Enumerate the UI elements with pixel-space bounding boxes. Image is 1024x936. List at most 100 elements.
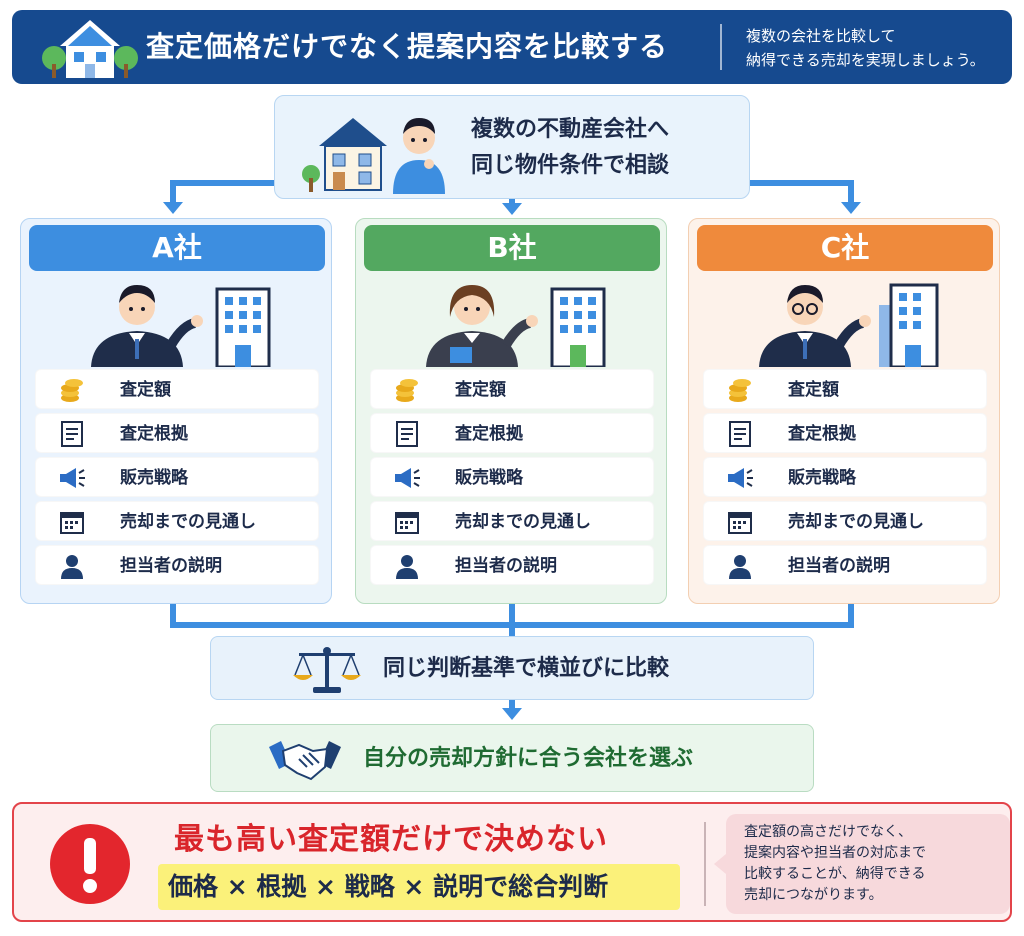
list-item: 販売戦略	[35, 457, 319, 497]
list-item: 査定額	[35, 369, 319, 409]
connector-top-left	[170, 180, 276, 186]
warning-note: 査定額の高さだけでなく、 提案内容や担当者の対応まで 比較することが、納得できる…	[744, 822, 1000, 906]
row-label: 担当者の説明	[120, 556, 222, 576]
connector-bottom-center	[509, 604, 515, 636]
list-item: 査定根拠	[35, 413, 319, 453]
header-subtitle-line1: 複数の会社を比較して	[746, 27, 896, 45]
row-label: 査定額	[455, 380, 506, 400]
header-divider	[720, 24, 722, 70]
warning-title: 最も高い査定額だけで決めない	[174, 822, 608, 857]
sales-rep-building-illustration	[759, 283, 939, 367]
row-label: 査定根拠	[788, 424, 856, 444]
warning-note-bubble: 査定額の高さだけでなく、 提案内容や担当者の対応まで 比較することが、納得できる…	[714, 814, 1010, 914]
company-name-c: C社	[697, 225, 993, 271]
row-label: 査定額	[120, 380, 171, 400]
row-label: 売却までの見通し	[455, 512, 591, 532]
row-label: 査定根拠	[120, 424, 188, 444]
company-card-c: C社 査定額 査定根拠 販売戦略 売却までの見通し 担当者の説	[688, 218, 1000, 604]
exclamation-icon	[50, 824, 130, 904]
consult-line1: 複数の不動産会社へ	[471, 117, 670, 142]
row-label: 販売戦略	[788, 468, 856, 488]
arrow-to-c	[841, 202, 861, 214]
house-icon	[42, 20, 138, 78]
connector-top-right-down	[848, 180, 854, 204]
warning-box: 最も高い査定額だけで決めない 価格 × 根拠 × 戦略 × 説明で総合判断 査定…	[12, 802, 1012, 922]
header-subtitle: 複数の会社を比較して 納得できる売却を実現しましょう。	[746, 24, 985, 72]
row-label: 担当者の説明	[455, 556, 557, 576]
handshake-icon	[269, 741, 341, 781]
list-item: 査定額	[703, 369, 987, 409]
list-item: 販売戦略	[703, 457, 987, 497]
calendar-icon	[395, 512, 419, 534]
connector-top-center	[509, 198, 515, 204]
list-item: 担当者の説明	[370, 545, 654, 585]
list-item: 担当者の説明	[35, 545, 319, 585]
warning-note-line1: 査定額の高さだけでなく、	[744, 824, 912, 840]
person-icon	[729, 555, 751, 579]
row-label: 売却までの見通し	[788, 512, 924, 532]
company-name-b: B社	[364, 225, 660, 271]
list-item: 査定額	[370, 369, 654, 409]
row-label: 査定額	[788, 380, 839, 400]
document-icon	[61, 421, 83, 447]
company-a-items: 査定額 査定根拠 販売戦略 売却までの見通し 担当者の説明	[35, 369, 319, 589]
list-item: 売却までの見通し	[703, 501, 987, 541]
row-label: 売却までの見通し	[120, 512, 256, 532]
house-and-person-illustration	[302, 118, 445, 194]
coins-icon	[396, 379, 418, 402]
connector-top-left-down	[170, 180, 176, 204]
connector-bottom-left-up	[170, 604, 176, 628]
warning-formula: 価格 × 根拠 × 戦略 × 説明で総合判断	[168, 872, 609, 901]
page-title: 査定価格だけでなく提案内容を比較する	[146, 30, 669, 63]
document-icon	[396, 421, 418, 447]
scale-icon	[293, 647, 361, 693]
sales-rep-building-illustration	[91, 285, 271, 367]
consult-line2: 同じ物件条件で相談	[471, 153, 670, 178]
sales-rep-building-illustration	[426, 285, 606, 367]
coins-icon	[729, 379, 751, 402]
person-icon	[396, 555, 418, 579]
arrow-to-b	[502, 203, 522, 215]
compare-text: 同じ判断基準で横並びに比較	[383, 656, 670, 681]
person-icon	[61, 555, 83, 579]
company-card-b: B社 査定額 査定根拠 販売戦略 売却までの見通し	[355, 218, 667, 604]
company-name-a: A社	[29, 225, 325, 271]
row-label: 販売戦略	[455, 468, 523, 488]
company-c-items: 査定額 査定根拠 販売戦略 売却までの見通し 担当者の説明	[703, 369, 987, 589]
consult-text: 複数の不動産会社へ 同じ物件条件で相談	[471, 112, 669, 184]
warning-note-line4: 売却につながります。	[744, 887, 883, 903]
row-label: 査定根拠	[455, 424, 523, 444]
calendar-icon	[728, 512, 752, 534]
consult-box: 複数の不動産会社へ 同じ物件条件で相談	[274, 95, 750, 199]
warning-divider	[704, 822, 706, 906]
connector-compare-choose	[509, 700, 515, 710]
list-item: 販売戦略	[370, 457, 654, 497]
formula-highlight	[158, 864, 680, 910]
compare-box: 同じ判断基準で横並びに比較	[210, 636, 814, 700]
megaphone-icon	[728, 468, 753, 488]
coins-icon	[61, 379, 83, 402]
document-icon	[729, 421, 751, 447]
row-label: 販売戦略	[120, 468, 188, 488]
megaphone-icon	[60, 468, 85, 488]
header-subtitle-line2: 納得できる売却を実現しましょう。	[746, 51, 985, 69]
connector-top-right	[748, 180, 854, 186]
choose-text: 自分の売却方針に合う会社を選ぶ	[363, 746, 694, 771]
calendar-icon	[60, 512, 84, 534]
list-item: 担当者の説明	[703, 545, 987, 585]
warning-note-line2: 提案内容や担当者の対応まで	[744, 845, 926, 861]
list-item: 売却までの見通し	[35, 501, 319, 541]
arrow-to-choose	[502, 708, 522, 720]
company-card-a: A社 査定額 査定根拠 販売戦略 売却までの見通し 担当者の説明	[20, 218, 332, 604]
list-item: 査定根拠	[370, 413, 654, 453]
header-banner: 査定価格だけでなく提案内容を比較する 複数の会社を比較して 納得できる売却を実現…	[12, 10, 1012, 84]
choose-box: 自分の売却方針に合う会社を選ぶ	[210, 724, 814, 792]
list-item: 査定根拠	[703, 413, 987, 453]
company-b-items: 査定額 査定根拠 販売戦略 売却までの見通し 担当者の説明	[370, 369, 654, 589]
arrow-to-a	[163, 202, 183, 214]
row-label: 担当者の説明	[788, 556, 890, 576]
connector-bottom-right-up	[848, 604, 854, 628]
warning-note-line3: 比較することが、納得できる	[744, 866, 926, 882]
list-item: 売却までの見通し	[370, 501, 654, 541]
megaphone-icon	[395, 468, 420, 488]
